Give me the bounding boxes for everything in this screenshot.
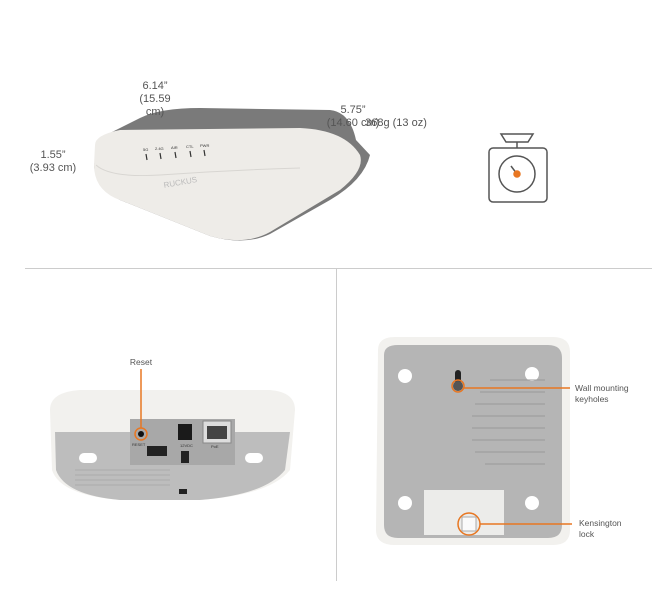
depth-cm: (14.60 cm) xyxy=(326,117,380,129)
kensington-line2: lock xyxy=(579,529,595,539)
section-divider-horizontal xyxy=(25,268,652,269)
depth-inches: 5.75” xyxy=(340,104,366,116)
access-point-back-image xyxy=(376,337,572,545)
width-cm: (15.59 cm) xyxy=(139,93,171,118)
svg-text:12VDC: 12VDC xyxy=(180,443,193,448)
wall-mount-callout: Wall mounting keyholes xyxy=(575,383,629,405)
width-inches: 6.14” xyxy=(142,80,168,92)
height-cm: (3.93 cm) xyxy=(29,162,77,174)
svg-text:CTL: CTL xyxy=(186,144,194,149)
kensington-callout: Kensington lock xyxy=(579,518,622,540)
svg-text:PoE: PoE xyxy=(211,444,219,449)
weight-scale-icon xyxy=(488,133,548,203)
kensington-line1: Kensington xyxy=(579,518,622,528)
reset-callout: Reset xyxy=(129,357,153,367)
height-inches: 1.55” xyxy=(40,149,66,161)
access-point-rear-ports-image: RESET 12VDC PoE xyxy=(50,369,295,500)
svg-text:AIR: AIR xyxy=(171,145,178,150)
svg-text:2.4G: 2.4G xyxy=(155,146,164,151)
depth-label: 5.75” (14.60 cm) xyxy=(322,104,384,130)
weight-label: 368g (13 oz) xyxy=(365,117,427,129)
svg-text:RESET: RESET xyxy=(132,442,146,447)
svg-text:PWR: PWR xyxy=(200,143,209,148)
wall-mount-line1: Wall mounting xyxy=(575,383,629,393)
section-divider-vertical xyxy=(336,269,337,581)
width-label: 6.14” (15.59 cm) xyxy=(130,80,180,119)
svg-text:5G: 5G xyxy=(143,147,148,152)
wall-mount-line2: keyholes xyxy=(575,394,609,404)
height-label: 1.55” (3.93 cm) xyxy=(24,149,82,175)
